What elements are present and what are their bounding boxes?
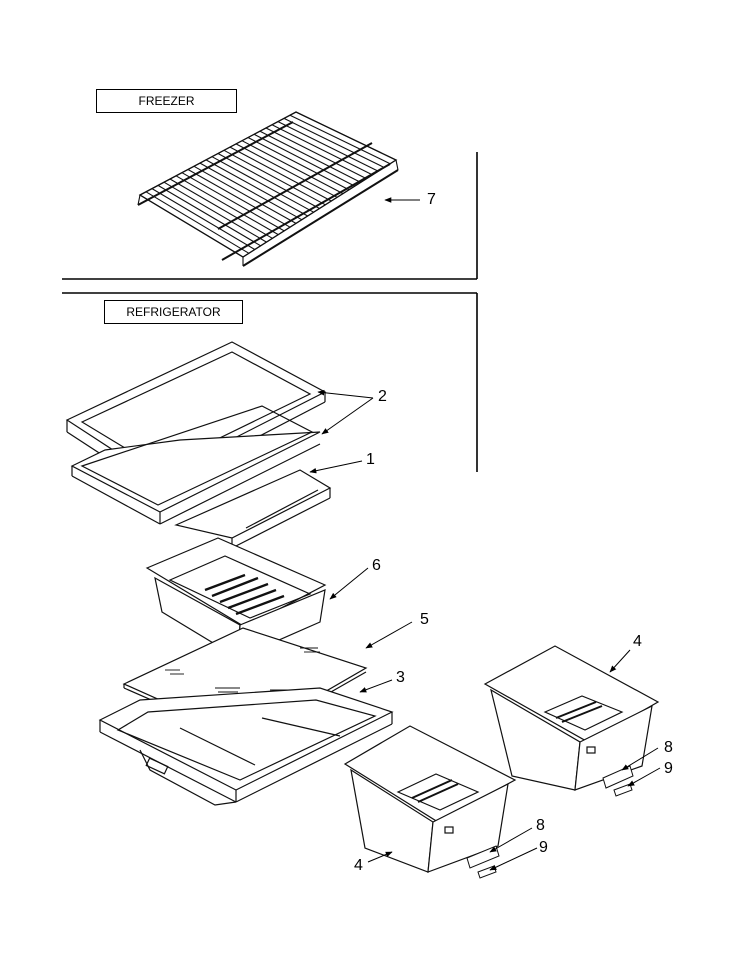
callout-4-left: 4 [354, 857, 363, 874]
shelf-wire [241, 140, 344, 195]
callout-1: 1 [366, 451, 375, 468]
shelf-wire [229, 146, 332, 202]
shelf-wire [199, 162, 303, 221]
crisper-drawer-right [483, 645, 660, 791]
shelf-wire [193, 165, 297, 224]
callout-7: 7 [427, 191, 436, 208]
shelf-wire [217, 153, 320, 209]
shelf-wire [157, 184, 261, 247]
glass-shelf-lower [70, 405, 321, 525]
shelf-wire [169, 178, 273, 239]
shelf-wire [187, 169, 291, 228]
callout-5: 5 [420, 611, 429, 628]
divider-part-8-right [602, 765, 634, 789]
shelf-wire [277, 121, 379, 172]
shelf-wire [181, 172, 285, 232]
shelf-wire [235, 143, 338, 198]
shelf-wire [151, 188, 256, 250]
shelf-wire [145, 191, 250, 254]
shelf-wire [163, 181, 267, 243]
shelf-wire [205, 159, 308, 217]
clip-part-9-left [477, 865, 497, 879]
crisper-drawer-left [343, 725, 517, 873]
callout-3: 3 [396, 669, 405, 686]
shelf-wires [145, 114, 391, 254]
callout-8-right: 8 [664, 739, 673, 756]
shelf-wire [175, 175, 279, 236]
leader-lines [309, 197, 661, 871]
callout-9-right: 9 [664, 760, 673, 777]
crisper-frame [98, 687, 394, 806]
callout-2: 2 [378, 388, 387, 405]
callout-9-left: 9 [539, 839, 548, 856]
shelf-wire [247, 137, 350, 191]
shelf-wire [211, 156, 314, 213]
shelf-wire [289, 114, 391, 165]
shelf-wire [283, 117, 385, 168]
shelf-wire [271, 124, 373, 176]
shelf-wire [223, 149, 326, 206]
shelf-wire [265, 127, 367, 180]
freezer-wire-shelf [137, 111, 399, 267]
callout-6: 6 [372, 557, 381, 574]
freezer-section-label: FREEZER [96, 89, 237, 113]
clip-part-9-right [613, 783, 633, 797]
refrigerator-section-label: REFRIGERATOR [104, 300, 243, 324]
crisper-cover-frame [174, 469, 332, 549]
section-dividers [62, 152, 478, 472]
callout-4-right: 4 [633, 633, 642, 650]
shelf-wire [253, 133, 356, 187]
callout-8-left: 8 [536, 817, 545, 834]
shelf-wire [259, 130, 361, 183]
